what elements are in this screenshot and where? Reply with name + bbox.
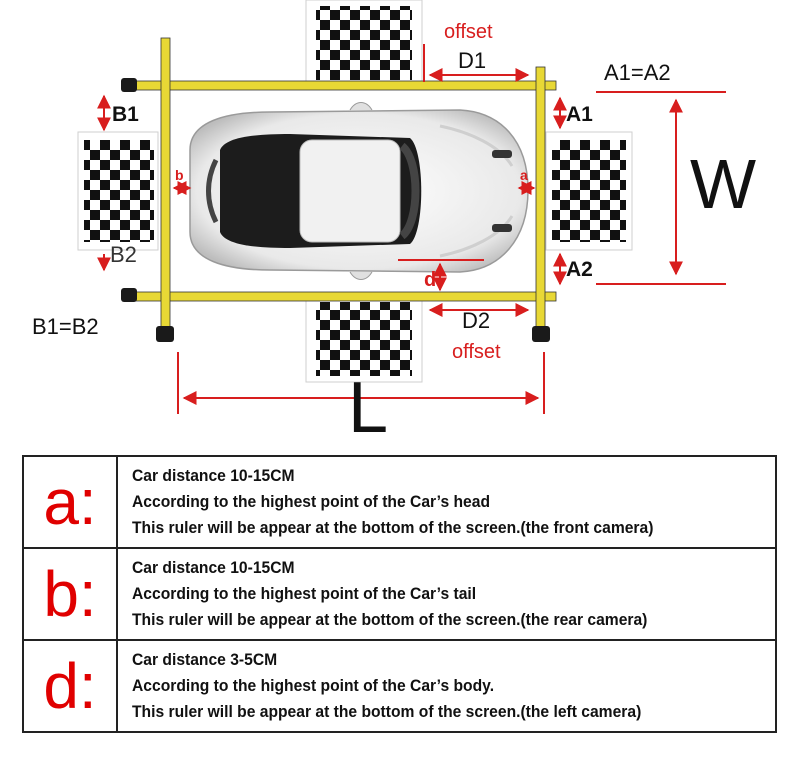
board-bottom xyxy=(305,295,423,383)
text-line: Car distance 3-5CM xyxy=(132,650,278,669)
text-line: According to the highest point of the Ca… xyxy=(132,676,495,695)
board-right xyxy=(545,131,633,251)
b-small-label: b xyxy=(175,167,184,183)
text-line: According to the highest point of the Ca… xyxy=(132,492,490,511)
row-letter-d: d: xyxy=(22,639,118,733)
table-row: b: Car distance 10-15CM According to the… xyxy=(22,547,777,641)
b2-label: B2 xyxy=(110,242,137,267)
dimension-lines xyxy=(97,44,726,414)
table-row: d: Car distance 3-5CM According to the h… xyxy=(22,639,777,733)
car-top-view xyxy=(189,102,529,280)
text-line: Car distance 10-15CM xyxy=(132,466,295,485)
row-text-b: Car distance 10-15CM According to the hi… xyxy=(116,547,777,641)
text-line: According to the highest point of the Ca… xyxy=(132,584,477,603)
explanation-table: a: Car distance 10-15CM According to the… xyxy=(22,455,777,733)
row-letter-a: a: xyxy=(22,455,118,549)
offset-top-label: offset xyxy=(444,21,493,43)
offset-bottom-label: offset xyxy=(452,341,501,363)
text-line: This ruler will be appear at the bottom … xyxy=(132,702,642,721)
d1-label: D1 xyxy=(458,48,486,73)
l-label: L xyxy=(348,368,388,440)
calibration-diagram: offset D1 A1=A2 B1 A1 W b a B2 A2 d B1=B… xyxy=(32,0,756,440)
a2-label: A2 xyxy=(566,258,593,281)
text-line: This ruler will be appear at the bottom … xyxy=(132,518,654,537)
d2-label: D2 xyxy=(462,308,490,333)
a1-eq-a2-label: A1=A2 xyxy=(604,60,671,85)
row-text-a: Car distance 10-15CM According to the hi… xyxy=(116,455,777,549)
table-row: a: Car distance 10-15CM According to the… xyxy=(22,455,777,549)
row-letter-b: b: xyxy=(22,547,118,641)
text-line: Car distance 10-15CM xyxy=(132,558,295,577)
text-line: This ruler will be appear at the bottom … xyxy=(132,610,648,629)
a1-label: A1 xyxy=(566,103,593,126)
d-small-label: d xyxy=(424,269,436,291)
row-text-d: Car distance 3-5CM According to the high… xyxy=(116,639,777,733)
board-top xyxy=(305,0,423,87)
calibration-frame xyxy=(125,37,557,335)
w-label: W xyxy=(690,145,756,223)
a-small-label: a xyxy=(520,167,528,183)
b1-eq-b2-label: B1=B2 xyxy=(32,314,99,339)
frame-feet xyxy=(121,78,550,342)
board-left xyxy=(77,131,159,251)
b1-label: B1 xyxy=(112,103,139,126)
